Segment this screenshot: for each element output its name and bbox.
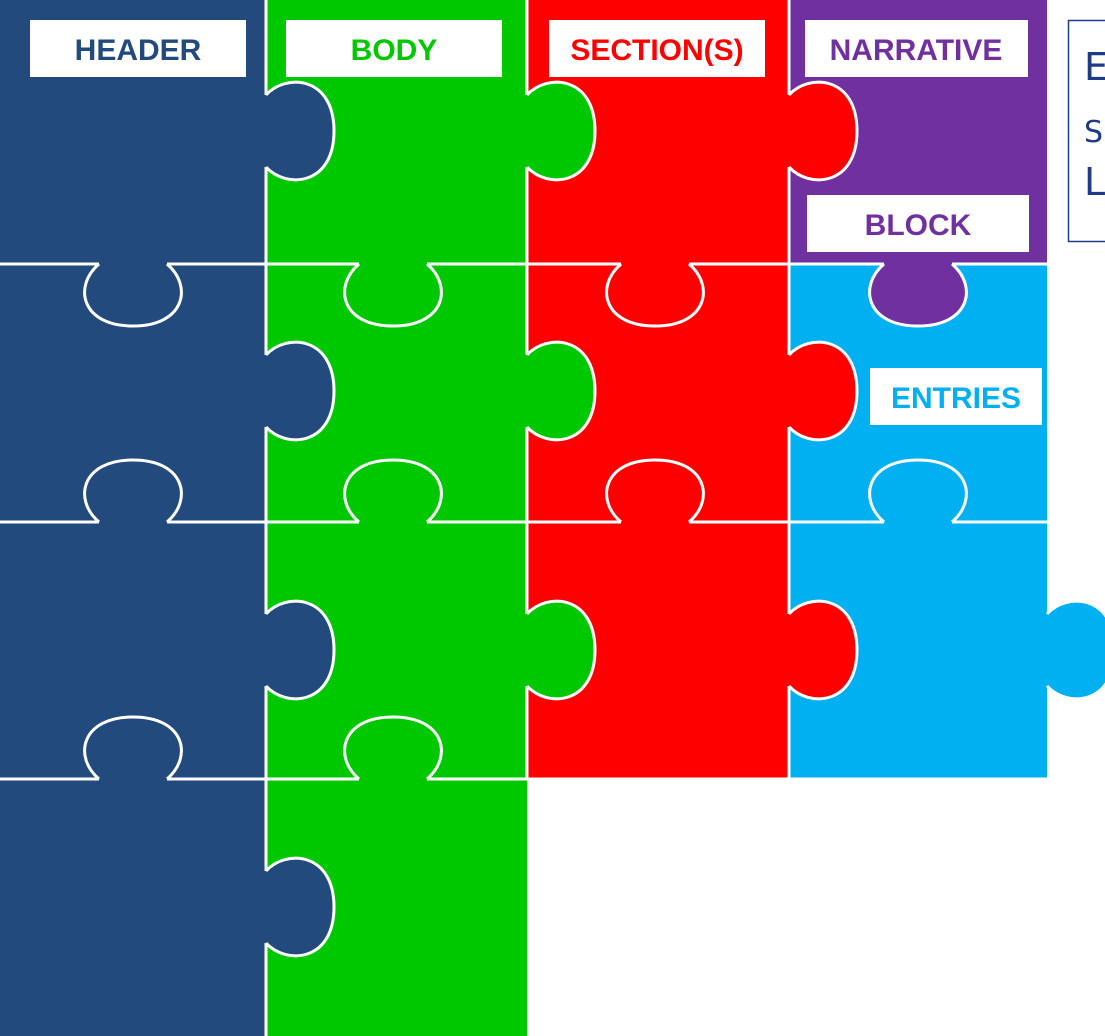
puzzle-fills — [0, 0, 1047, 1036]
knob-body-section-1 — [527, 342, 595, 440]
knob-header-body-1 — [266, 342, 334, 440]
entries-label-text: ENTRIES — [891, 382, 1021, 415]
seam-3 — [264, 856, 336, 958]
seam-1 — [264, 340, 336, 442]
note-line-2: S — [1084, 115, 1103, 150]
knob-header-body-3 — [266, 858, 334, 956]
knob-body-section-2 — [527, 601, 595, 699]
body-label-text: BODY — [351, 34, 438, 67]
knob-body-section-0 — [527, 82, 595, 180]
seam-12 — [343, 262, 443, 328]
knob-section-right-1 — [789, 342, 857, 440]
knob-entries-right — [1047, 601, 1105, 699]
seam-4 — [525, 80, 597, 182]
seam-7 — [787, 80, 859, 182]
header-column — [0, 0, 266, 1036]
note-line-1: E — [1084, 45, 1105, 89]
header-label-text: HEADER — [75, 34, 202, 67]
knob-section-right-2 — [789, 601, 857, 699]
seam-20 — [343, 715, 443, 781]
entries-label: ENTRIES — [870, 368, 1042, 425]
knob-header-body-0 — [266, 82, 334, 180]
block-label: BLOCK — [807, 195, 1029, 252]
seam-13 — [605, 262, 705, 328]
seam-9 — [787, 599, 859, 701]
section-label: SECTION(S) — [549, 20, 765, 77]
header-label: HEADER — [30, 20, 246, 77]
body-label: BODY — [286, 20, 502, 77]
seam-5 — [525, 340, 597, 442]
knob-section-right-0 — [789, 82, 857, 180]
seam-17 — [605, 458, 705, 524]
seam-8 — [787, 340, 859, 442]
seam-18 — [868, 458, 968, 524]
seam-14 — [868, 262, 968, 328]
puzzle-knobs — [266, 82, 1105, 956]
note-box: E S L — [1067, 19, 1105, 243]
narrative-label: NARRATIVE — [805, 20, 1028, 77]
knob-narrative-block — [869, 264, 967, 326]
seam-11 — [83, 262, 183, 328]
block-label-text: BLOCK — [865, 209, 972, 242]
section-label-text: SECTION(S) — [570, 34, 743, 67]
seam-15 — [83, 458, 183, 524]
seam-16 — [343, 458, 443, 524]
seam-6 — [525, 599, 597, 701]
note-line-3: L — [1084, 160, 1105, 204]
seam-10 — [1045, 599, 1105, 701]
seam-19 — [83, 715, 183, 781]
narrative-label-text: NARRATIVE — [830, 34, 1003, 67]
seam-2 — [264, 599, 336, 701]
seam-0 — [264, 80, 336, 182]
knob-header-body-2 — [266, 601, 334, 699]
